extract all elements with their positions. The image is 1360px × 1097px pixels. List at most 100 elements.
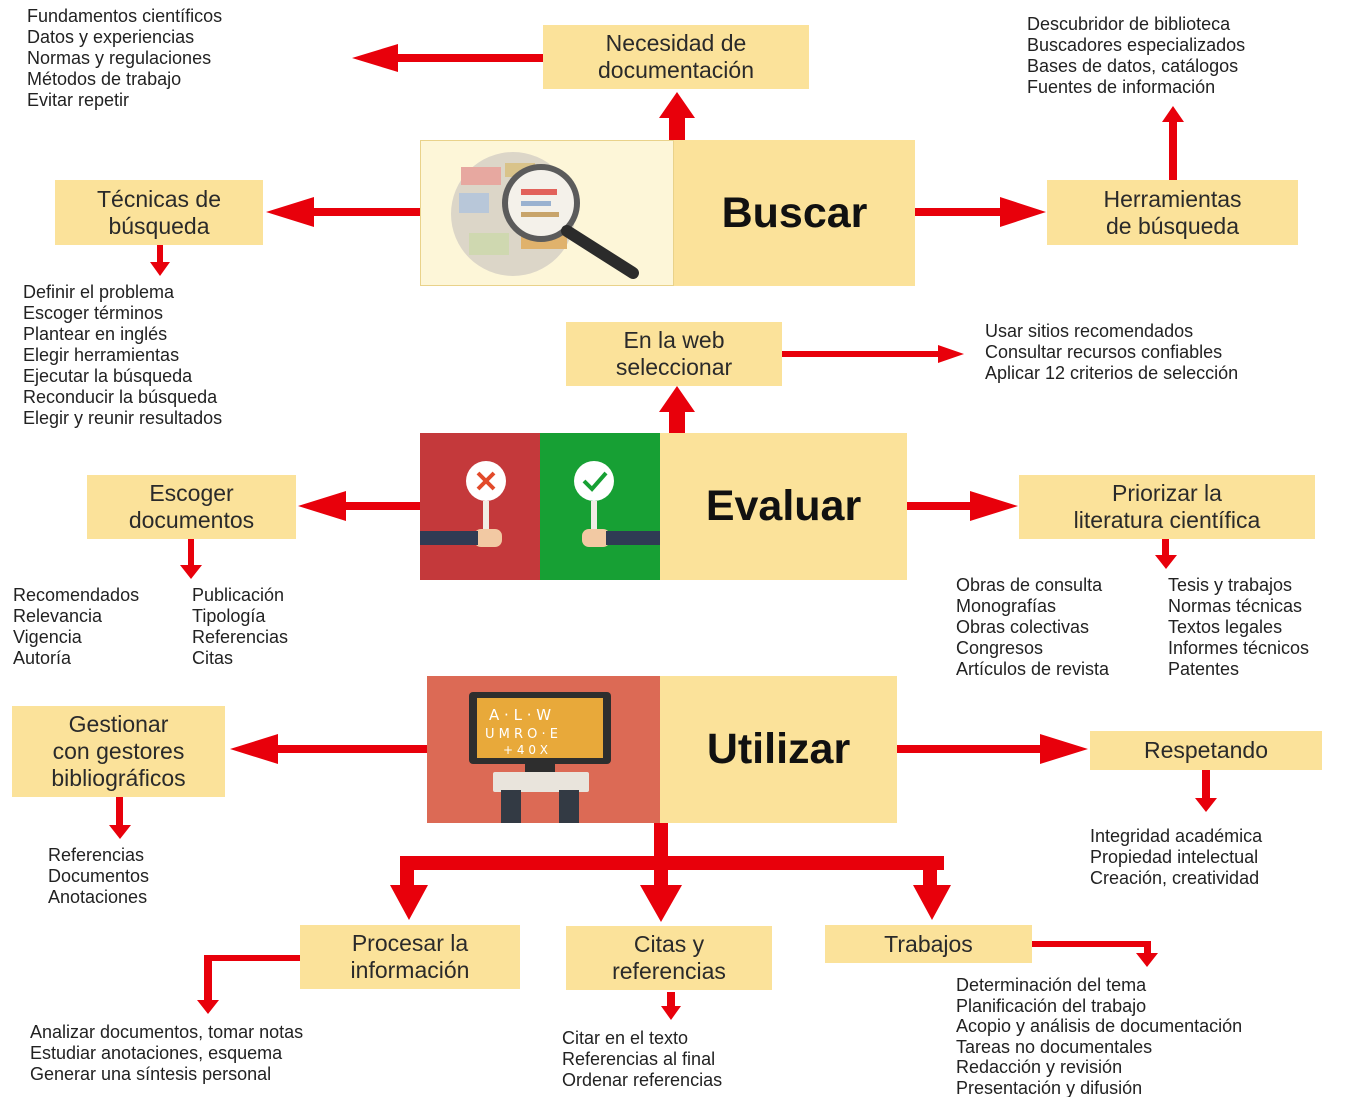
list-item: Propiedad intelectual [1090, 847, 1259, 867]
list-item: Publicación [192, 585, 285, 605]
arrow-to-trabajos [913, 860, 951, 920]
arrow-buscar-to-necesidad [659, 92, 695, 140]
svg-text:A · L · W: A · L · W [489, 706, 551, 724]
gestionar-box: Gestionar con gestores bibliográficos [12, 706, 225, 797]
list-item: Referencias [192, 627, 289, 647]
list-item: Consultar recursos confiables [985, 342, 1223, 362]
list-item: Buscadores especializados [1027, 35, 1246, 55]
list-item: Tareas no documentales [956, 1036, 1153, 1057]
list-item: Tipología [192, 606, 266, 626]
list-item: Bases de datos, catálogos [1027, 56, 1239, 76]
herramientas-list: Descubridor de biblioteca Buscadores esp… [1027, 14, 1245, 98]
escoger-list-col1: Recomendados Relevancia Vigencia Autoría [13, 585, 139, 669]
evaluar-node: Evaluar [660, 433, 907, 580]
list-item: Fundamentos científicos [27, 6, 223, 26]
list-item: Descubridor de biblioteca [1027, 14, 1231, 34]
gestionar-list: Referencias Documentos Anotaciones [48, 845, 149, 908]
list-item: Tesis y trabajos [1168, 575, 1293, 595]
arrow-citas-down [661, 992, 681, 1020]
escoger-list-col2: Publicación Tipología Referencias Citas [192, 585, 288, 669]
arrow-web-to-list [782, 345, 964, 363]
list-item: Acopio y análisis de documentación [956, 1016, 1243, 1036]
list-item: Generar una síntesis personal [30, 1064, 272, 1084]
arrow-escoger-down [180, 539, 202, 579]
list-item: Determinación del tema [956, 975, 1147, 995]
priorizar-list-col2: Tesis y trabajos Normas técnicas Textos … [1168, 575, 1309, 680]
procesar-list: Analizar documentos, tomar notas Estudia… [30, 1022, 303, 1085]
list-item: Definir el problema [23, 282, 175, 302]
utilizar-trunk [654, 823, 668, 863]
reject-approve-signs-icon [420, 433, 660, 580]
list-item: Fuentes de información [1027, 77, 1216, 97]
list-item: Aplicar 12 criterios de selección [985, 363, 1239, 383]
arrow-buscar-to-tecnicas [266, 197, 420, 227]
citas-list: Citar en el texto Referencias al final O… [562, 1028, 722, 1091]
list-item: Reconducir la búsqueda [23, 387, 218, 407]
respetando-list: Integridad académica Propiedad intelectu… [1090, 826, 1262, 889]
list-item: Planificación del trabajo [956, 995, 1147, 1016]
list-item: Escoger términos [23, 303, 164, 323]
arrow-evaluar-to-escoger [298, 491, 420, 521]
list-item: Creación, creatividad [1090, 868, 1260, 888]
list-item: Obras colectivas [956, 617, 1090, 637]
list-item: Vigencia [13, 627, 82, 647]
necesidad-box: Necesidad de documentación [543, 25, 809, 89]
arrow-to-procesar [390, 860, 428, 920]
procesar-box: Procesar la información [300, 925, 520, 989]
list-item: Recomendados [13, 585, 140, 605]
citas-box: Citas y referencias [566, 926, 772, 990]
arrow-gestionar-down [109, 797, 131, 839]
svg-text:U M R O · E: U M R O · E [485, 727, 558, 742]
buscar-title: Buscar [721, 188, 868, 237]
priorizar-box: Priorizar la literatura científica [1019, 475, 1315, 539]
herramientas-box: Herramientas de búsqueda [1047, 180, 1298, 245]
list-item: Normas y regulaciones [27, 48, 212, 68]
arrow-necesidad-to-list [352, 44, 543, 72]
arrow-utilizar-to-respetando [897, 734, 1088, 764]
list-item: Ejecutar la búsqueda [23, 366, 193, 386]
arrow-tecnicas-down [150, 245, 170, 276]
list-item: Informes técnicos [1168, 638, 1310, 658]
magnifier-globe-image [420, 140, 674, 286]
arrow-utilizar-to-gestionar [230, 734, 427, 764]
evaluar-image [420, 433, 660, 580]
trabajos-box: Trabajos [825, 925, 1032, 963]
list-item: Monografías [956, 596, 1057, 616]
arrow-procesar-elbow [197, 955, 300, 1014]
list-item: Ordenar referencias [562, 1070, 723, 1090]
list-item: Patentes [1168, 659, 1240, 679]
utilizar-image: A · L · W U M R O · E + 4 0 X [427, 676, 660, 823]
web-list: Usar sitios recomendados Consultar recur… [985, 321, 1238, 384]
list-item: Textos legales [1168, 617, 1283, 637]
arrow-priorizar-down [1155, 539, 1177, 569]
arrow-herramientas-up [1162, 106, 1184, 180]
buscar-node: Buscar [674, 140, 915, 286]
utilizar-title: Utilizar [706, 725, 851, 773]
web-box: En la web seleccionar [566, 322, 782, 386]
priorizar-list-col1: Obras de consulta Monografías Obras cole… [956, 575, 1109, 680]
list-item: Citas [192, 648, 234, 668]
escoger-box: Escoger documentos [87, 475, 296, 539]
list-item: Integridad académica [1090, 826, 1263, 846]
list-item: Métodos de trabajo [27, 69, 182, 89]
list-item: Presentación y difusión [956, 1077, 1143, 1097]
list-item: Usar sitios recomendados [985, 321, 1194, 341]
list-item: Autoría [13, 648, 72, 668]
list-item: Citar en el texto [562, 1028, 689, 1048]
arrow-evaluar-to-priorizar [907, 491, 1018, 521]
tecnicas-box: Técnicas de búsqueda [55, 180, 263, 245]
list-item: Congresos [956, 638, 1044, 658]
utilizar-node: Utilizar [660, 676, 897, 823]
list-item: Elegir herramientas [23, 345, 180, 365]
list-item: Elegir y reunir resultados [23, 408, 223, 428]
utilizar-branch-bar [400, 856, 944, 870]
list-item: Relevancia [13, 606, 103, 626]
svg-text:+ 4 0 X: + 4 0 X [503, 743, 548, 757]
list-item: Documentos [48, 866, 150, 886]
list-item: Normas técnicas [1168, 596, 1303, 616]
respetando-box: Respetando [1090, 731, 1322, 770]
trabajos-list: Determinación del tema Planificación del… [956, 975, 1242, 1097]
list-item: Referencias [48, 845, 145, 865]
